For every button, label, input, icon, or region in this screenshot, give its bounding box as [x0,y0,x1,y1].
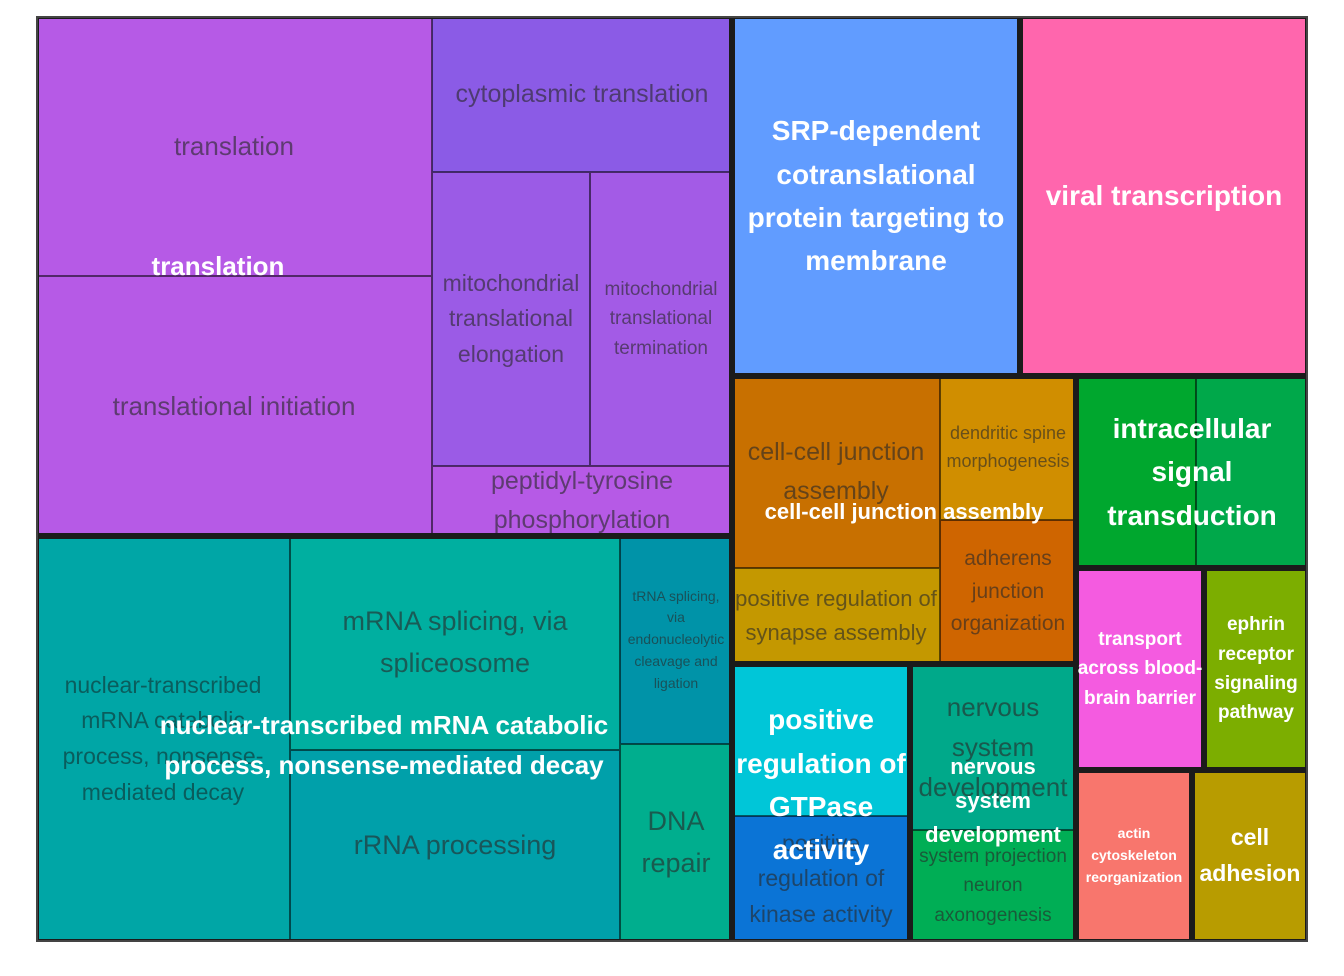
tile-label: nuclear-transcribed mRNA catabolic proce… [62,671,264,805]
tile-label: adherens junction organization [950,547,1066,636]
treemap-tile-transport-across-blood-brain-barrier-0 [1076,568,1204,770]
treemap-tile-translational-initiation: translational initiation [36,276,432,536]
tile-label: mitochondrial translational termination [604,278,718,359]
treemap-tile-trna-splicing-via-endonucleolytic-cleavage-and-ligation: tRNA splicing, via endonucleolytic cleav… [620,536,732,744]
tile-label: peptidyl-tyrosine phosphorylation [490,467,674,534]
treemap-tile-actin-cytoskeleton-reorganization-0 [1076,770,1192,942]
treemap-tile-viral-transcription: viral transcription [1020,16,1308,376]
tile-label: SRP-dependent cotranslational protein ta… [733,17,1019,375]
tile-label: system projection neuron axonogenesis [919,845,1067,926]
tile-label: positive regulation of synapse assembly [735,585,937,645]
treemap-tile-nervous-system-development: nervous system development [910,664,1076,830]
tile-label: DNA repair [641,806,711,878]
treemap-tile-dna-repair: DNA repair [620,744,732,942]
tile-label: mRNA splicing, via spliceosome [342,606,568,678]
treemap-tile-mitochondrial-translational-termination: mitochondrial translational termination [590,172,732,466]
treemap-tile-srp-dependent-cotranslational-protein-targeting-to-membrane: SRP-dependent cotranslational protein ta… [732,16,1020,376]
treemap-tile-intracellular-signal-transduction-1 [1196,376,1308,568]
treemap-tile-nuclear-transcribed-mrna-catabolic-process-nonsense-mediated: nuclear-transcribed mRNA catabolic proce… [36,536,290,942]
treemap-tile-dendritic-spine-morphogenesis: dendritic spine morphogenesis [940,376,1076,520]
tile-label: viral transcription [1021,17,1307,375]
tile-label: tRNA splicing, via endonucleolytic cleav… [627,587,725,691]
treemap-tile-mitochondrial-translational-elongation: mitochondrial translational elongation [432,172,590,466]
treemap-tile-translation: translation [36,16,432,276]
treemap-tile-positive-regulation-of-kinase-activity: positive regulation of kinase activity [732,816,910,942]
treemap-tile-intracellular-signal-transduction-0 [1076,376,1196,568]
treemap-tile-system-projection-neuron-axonogenesis: system projection neuron axonogenesis [910,830,1076,942]
treemap-tile-rrna-processing: rRNA processing [290,750,620,942]
treemap-tile-ephrin-receptor-signaling-pathway-0 [1204,568,1308,770]
tile-label: translation [174,130,294,161]
tile-label: cell-cell junction assembly [747,438,925,505]
tile-label: dendritic spine morphogenesis [946,423,1070,471]
tile-label: rRNA processing [353,830,557,861]
tile-label: mitochondrial translational elongation [442,269,580,367]
tile-label: nervous system development [918,691,1068,803]
treemap-tile-mrna-splicing-via-spliceosome: mRNA splicing, via spliceosome [290,536,620,750]
treemap-tile-positive-regulation-of-synapse-assembly: positive regulation of synapse assembly [732,568,940,664]
treemap-tile-adherens-junction-organization: adherens junction organization [940,520,1076,664]
treemap-tile-positive-regulation-of-gtpase-activity-0 [732,664,910,816]
tile-label: translational initiation [112,390,356,421]
treemap-tile-cell-adhesion-0 [1192,770,1308,942]
tile-label: positive regulation of kinase activity [749,829,893,927]
treemap-tile-peptidyl-tyrosine-phosphorylation: peptidyl-tyrosine phosphorylation [432,466,732,536]
treemap-tile-cytoplasmic-translation: cytoplasmic translation [432,16,732,172]
treemap-tile-cell-cell-junction-assembly: cell-cell junction assembly [732,376,940,568]
tile-label: cytoplasmic translation [455,79,709,108]
